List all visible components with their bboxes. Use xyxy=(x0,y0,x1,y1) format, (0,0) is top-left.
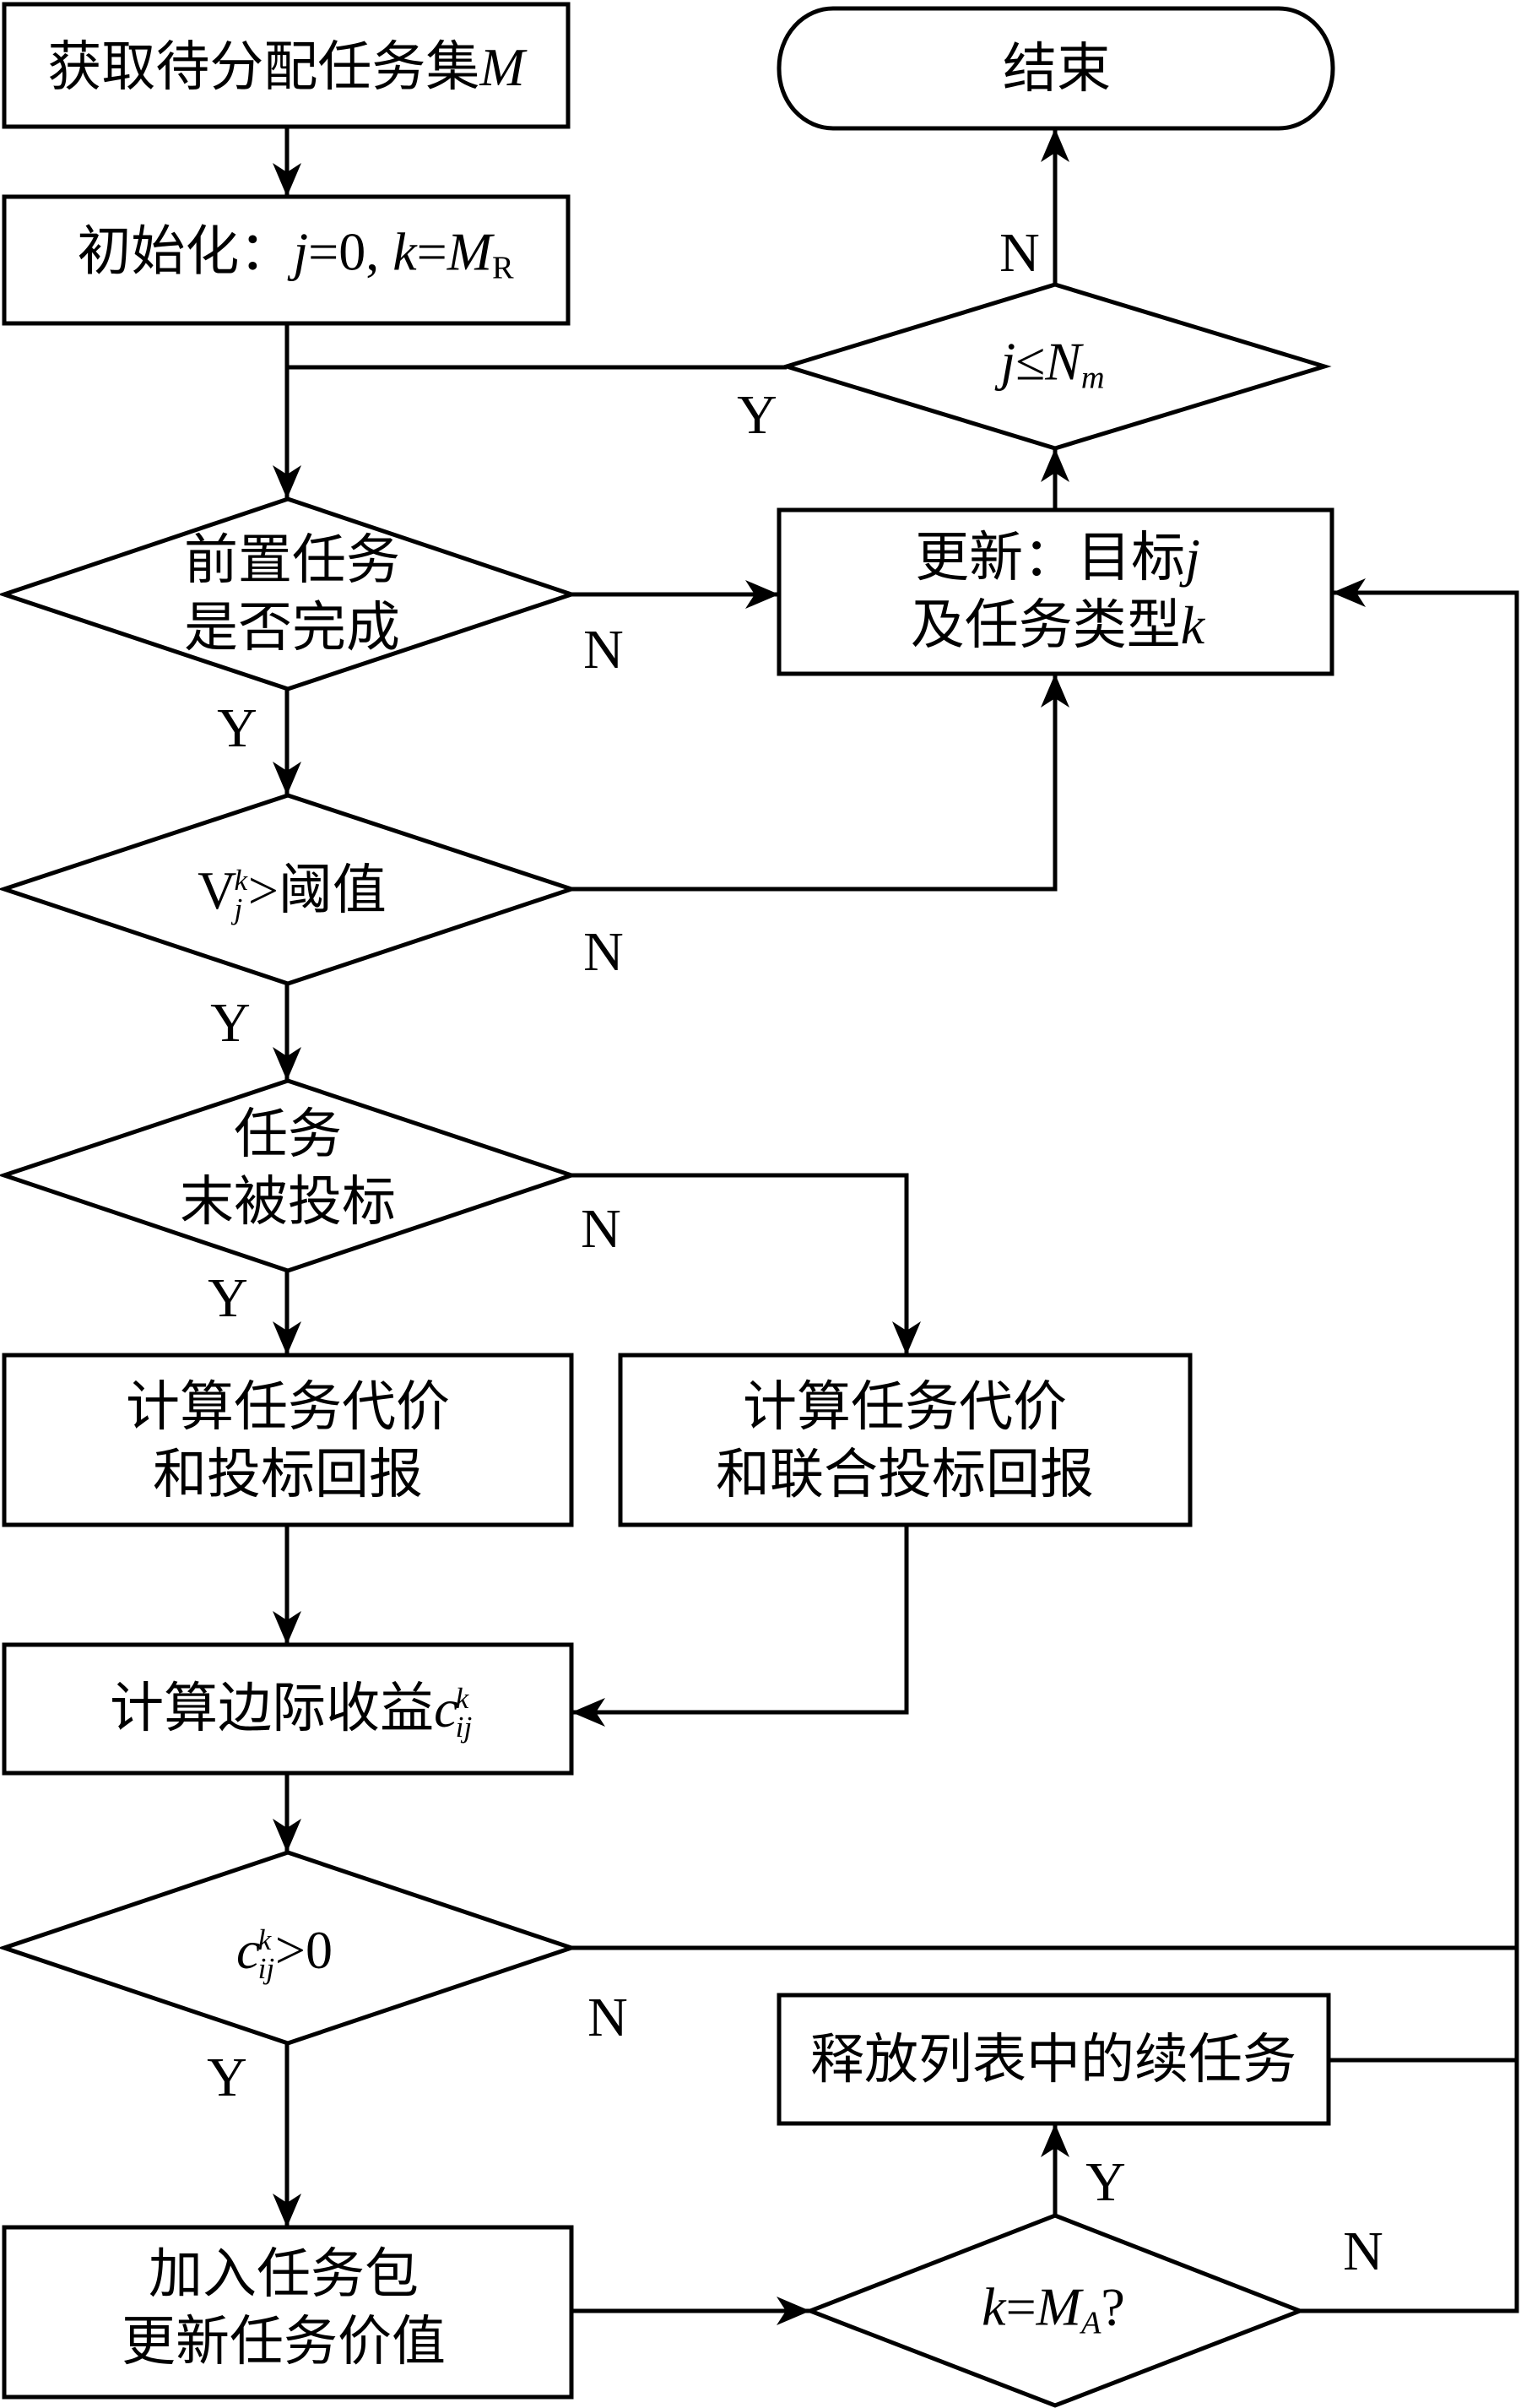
node-release-label: 释放列表中的续任务 xyxy=(810,2030,1296,2090)
edge-calc-joint-to-marginal xyxy=(571,1525,909,1727)
edge-not-bid-no-to-calc-joint xyxy=(571,1173,921,1355)
edge-gain-no-to-update xyxy=(571,578,1519,1950)
edge-check-k-no xyxy=(1300,1948,1519,2313)
label-var-j: j xyxy=(1185,528,1200,588)
label-var-n: N xyxy=(1045,331,1081,392)
label-operator: ≤ xyxy=(1015,331,1046,392)
label-subscript: ij xyxy=(257,1951,275,1985)
label-line-2: 更新任务价值 xyxy=(122,2312,446,2372)
label-text: 更新：目标 xyxy=(915,528,1186,588)
label-question: ? xyxy=(1101,2276,1125,2337)
node-check-k-decision xyxy=(804,2213,1306,2408)
node-check-j-label: j≤Nm xyxy=(1000,328,1104,412)
label-line-2: 末被投标 xyxy=(180,1172,396,1232)
label-text: 及任务类型 xyxy=(910,595,1181,655)
node-add-bundle xyxy=(2,2225,574,2400)
label-m-subscript: R xyxy=(492,250,514,286)
label-line-1: 计算任务代价 xyxy=(126,1377,450,1437)
node-init-label: 初始化：j=0, k=MR xyxy=(77,219,513,302)
node-init xyxy=(2,194,571,326)
label-line-2: 及任务类型k xyxy=(911,592,1204,659)
label-line-1: 任务 xyxy=(234,1104,342,1164)
label-var-c: c xyxy=(236,1920,261,1980)
edge-label-gain-no: N xyxy=(587,1987,628,2048)
label-text: 获取待分配任务集 xyxy=(47,37,480,97)
edge-label-check-k-no: N xyxy=(1343,2221,1383,2282)
edge-label-gain-yes: Y xyxy=(207,2047,247,2108)
label-n-subscript: m xyxy=(1080,360,1105,396)
label-rest: >阈值 xyxy=(247,860,387,920)
label-text: 计算边际收益 xyxy=(110,1679,435,1738)
label-m-subscript: A xyxy=(1080,2305,1102,2341)
node-calc-joint-label: 计算任务代价 和联合投标回报 xyxy=(716,1374,1094,1509)
edge-label-value-no: N xyxy=(583,921,624,983)
label-line-1: 加入任务包 xyxy=(149,2244,419,2304)
label-var-c: c xyxy=(434,1679,458,1738)
label-var-m: M xyxy=(1036,2276,1081,2337)
label-line-1: 更新：目标j xyxy=(911,524,1204,592)
label-superscript: k xyxy=(455,1682,469,1716)
label-rest: >0 xyxy=(274,1920,333,1980)
label-line-2: 和联合投标回报 xyxy=(716,1445,1094,1505)
edge-label-not-bid-yes: Y xyxy=(208,1267,248,1329)
edge-label-not-bid-no: N xyxy=(581,1198,621,1260)
node-update-label: 更新：目标j 及任务类型k xyxy=(911,524,1204,659)
edge-label-check-j-no: N xyxy=(999,222,1040,284)
label-var-j: j xyxy=(1000,331,1016,392)
node-get-tasks xyxy=(2,2,571,129)
label-var-k: k xyxy=(982,2276,1006,2337)
label-var-k: k xyxy=(392,221,417,282)
node-not-bid-label: 任务 末被投标 xyxy=(180,1101,396,1236)
node-check-k-label: k=MA? xyxy=(982,2274,1125,2357)
label-line-2: 是否完成 xyxy=(184,598,400,658)
edge-value-no-to-update xyxy=(571,674,1069,892)
label-superscript: k xyxy=(234,864,248,898)
node-calc-bid xyxy=(2,1353,574,1527)
label-var-m: M xyxy=(447,221,493,282)
label-j-assign: =0, xyxy=(308,221,393,282)
label-subscript: ij xyxy=(455,1710,473,1744)
node-end-label: 结束 xyxy=(1003,39,1111,99)
label-subscript: j xyxy=(234,892,243,925)
node-calc-bid-label: 计算任务代价 和投标回报 xyxy=(126,1374,450,1509)
label-var-j: j xyxy=(293,221,309,282)
edge-label-prereq-no: N xyxy=(583,619,624,681)
node-prereq-label: 前置任务 是否完成 xyxy=(184,527,400,662)
node-add-bundle-label: 加入任务包 更新任务价值 xyxy=(122,2241,446,2376)
label-k-assign: = xyxy=(416,221,447,282)
label-line-1: 计算任务代价 xyxy=(743,1377,1067,1437)
label-superscript: k xyxy=(257,1923,272,1957)
node-get-tasks-label: 获取待分配任务集M xyxy=(47,34,524,101)
edge-label-check-j-yes: Y xyxy=(737,384,777,446)
edge-label-prereq-yes: Y xyxy=(217,697,257,759)
label-var: M xyxy=(479,37,525,97)
label-eq: = xyxy=(1005,2276,1037,2337)
node-calc-joint xyxy=(618,1353,1193,1527)
label-line-2: 和投标回报 xyxy=(153,1445,423,1505)
edge-label-value-yes: Y xyxy=(210,992,251,1054)
label-text: 初始化： xyxy=(77,221,294,282)
label-var-k: k xyxy=(1180,595,1205,655)
edge-label-check-k-yes: Y xyxy=(1085,2151,1126,2213)
label-var-v: V xyxy=(198,860,237,920)
label-line-1: 前置任务 xyxy=(184,530,400,590)
